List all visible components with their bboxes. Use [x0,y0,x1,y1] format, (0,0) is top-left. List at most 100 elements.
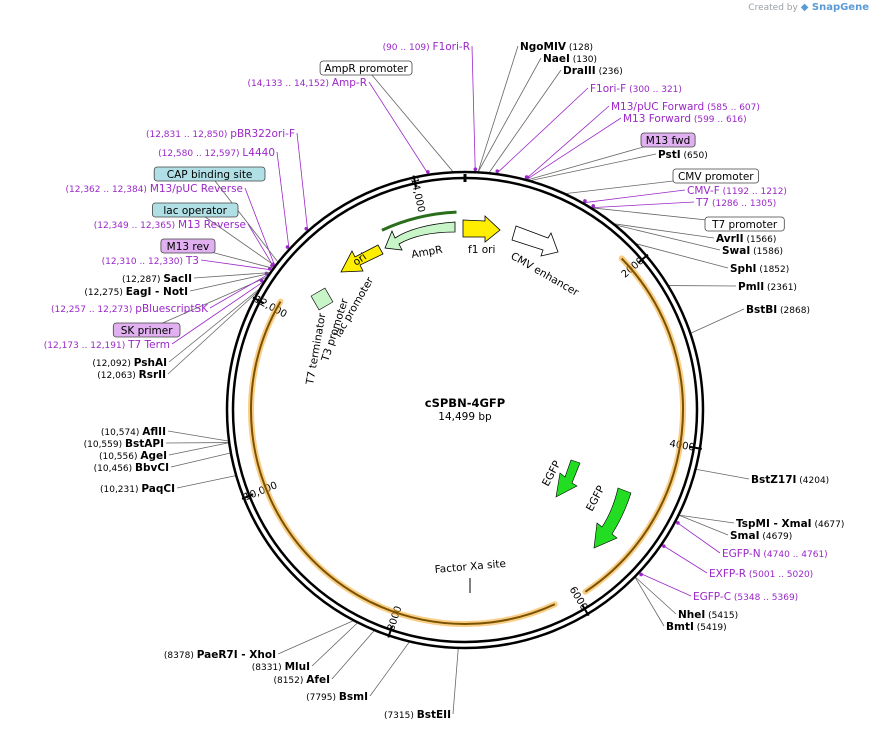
site-label-paer7i[interactable]: (8378) PaeR7I - XhoI [164,649,276,661]
label-name: L4440 [242,147,275,159]
label-text: SphI (1852) [730,263,789,275]
label-text: PstI (650) [658,149,708,161]
site-label-t7-promoter[interactable]: T7 promoter [704,216,785,232]
site-label-pbr322ori-f[interactable]: (12,831 .. 12,850) pBR322ori-F [146,128,295,140]
label-name: RsrII [139,369,166,381]
feature-label-f1ori: f1 ori [468,244,495,256]
site-label-t7-term[interactable]: (12,173 .. 12,191) T7 Term [44,339,170,351]
label-name-2: - NotI [151,286,188,298]
leader-line [696,468,750,480]
leader-line [471,45,476,172]
site-label-afei[interactable]: (8152) AfeI [273,674,330,686]
site-label-bstbi[interactable]: BstBI (2868) [746,304,810,316]
site-label-t7[interactable]: T7 (1286 .. 1305) [695,197,776,209]
site-label-m13puc-fwd[interactable]: M13/pUC Forward (585 .. 607) [611,101,760,113]
site-label-bstz17i[interactable]: BstZ17I (4204) [751,474,829,486]
site-label-m13-forward[interactable]: M13 Forward (599 .. 616) [623,113,747,125]
site-label-pbluescriptsk[interactable]: (12,257 .. 12,273) pBluescriptSK [51,303,209,315]
site-label-sk-primer[interactable]: SK primer [112,322,181,338]
label-name: BsmI [339,691,368,703]
ori-arrow[interactable] [340,244,384,273]
label-range: (12,275) [84,288,125,298]
f1ori-arrow[interactable] [462,215,501,243]
site-label-sphi[interactable]: SphI (1852) [730,263,789,275]
label-text: (12,063) RsrII [97,369,166,381]
label-name: M13/pUC Reverse [150,183,243,195]
site-label-m13-reverse[interactable]: (12,349 .. 12,365) M13 Reverse [94,219,246,231]
site-label-pshai[interactable]: (12,092) PshAI [92,357,167,369]
site-label-f1ori-f[interactable]: F1ori-F (300 .. 321) [590,83,682,95]
egfp-arrow-1[interactable] [555,459,581,498]
leader-line [583,189,686,204]
site-label-aflii[interactable]: (10,574) AflII [101,426,166,438]
label-range: (5001 .. 5020) [746,570,813,580]
site-label-f1ori-r[interactable]: (90 .. 109) F1ori-R [383,41,470,53]
site-label-cap-binding-site[interactable]: CAP binding site [153,166,266,182]
site-label-lac-operator[interactable]: lac operator [151,202,239,218]
site-label-bsteii[interactable]: (7315) BstEII [384,709,451,721]
site-label-l4440[interactable]: (12,580 .. 12,597) L4440 [158,147,275,159]
site-label-m13-rev-box[interactable]: M13 rev [160,238,216,254]
site-label-t3[interactable]: (12,310 .. 12,330) T3 [102,255,199,267]
label-name: EagI [126,286,152,298]
label-text: DraIII (236) [563,65,623,77]
site-label-pmli[interactable]: PmlI (2361) [738,281,797,293]
label-name: NheI [678,609,705,621]
leader-line [167,430,229,442]
label-text: (12,362 .. 12,384) M13/pUC Reverse [66,183,244,195]
label-name: MluI [285,661,310,673]
site-label-amp-r[interactable]: (14,133 .. 14,152) Amp-R [248,77,367,89]
label-name: pBluescriptSK [135,303,209,315]
site-label-cmv-f[interactable]: CMV-F (1192 .. 1212) [687,185,787,197]
label-name: TspMI [736,518,770,530]
site-label-eagi[interactable]: (12,275) EagI - NotI [84,286,188,298]
site-label-ngomiv[interactable]: NgoMIV (128) [520,41,593,53]
site-label-cmv-promoter[interactable]: CMV promoter [672,168,759,184]
site-label-bbvci[interactable]: (10,456) BbvCI [94,462,169,474]
site-label-psti[interactable]: PstI (650) [658,149,708,161]
leader-line [194,209,275,266]
site-label-m13puc-rev[interactable]: (12,362 .. 12,384) M13/pUC Reverse [66,183,244,195]
site-label-draiii[interactable]: DraIII (236) [563,65,623,77]
site-label-paqci[interactable]: (10,231) PaqCI [100,483,175,495]
site-label-sacii[interactable]: (12,287) SacII [122,273,192,285]
site-labels: (90 .. 109) F1ori-R NgoMIV (128)NaeI (130… [44,41,845,721]
site-label-avrii[interactable]: AvrII (1566) [716,233,776,245]
leader-line [167,291,258,375]
ampr-arrow[interactable] [384,221,456,251]
egfp-arrow-2[interactable] [593,487,632,549]
label-name: PmlI [738,281,764,293]
leader-line [209,274,269,309]
site-label-m13-fwd-box[interactable]: M13 fwd [640,132,696,148]
label-name: PaqCI [141,483,175,495]
site-label-exfp-r[interactable]: EXFP-R (5001 .. 5020) [709,568,813,580]
site-label-agei[interactable]: (10,556) AgeI [99,450,167,462]
site-label-nhei[interactable]: NheI (5415) [678,609,738,621]
label-name: CMV-F [687,185,720,197]
feature-label-factor-xa: Factor Xa site [434,558,506,576]
site-label-bstapi[interactable]: (10,559) BstAPI [84,438,164,450]
site-label-bsmi[interactable]: (7795) BsmI [306,691,368,703]
label-name: AmpR promoter [324,63,408,75]
label-text: (8152) AfeI [273,674,330,686]
label-name: SwaI [722,245,750,257]
site-label-tspmi[interactable]: TspMI - XmaI (4677) [736,518,844,530]
label-text: CMV-F (1192 .. 1212) [687,185,787,197]
orf-arc-top [381,210,457,232]
site-label-egfp-n[interactable]: EGFP-N (4740 .. 4761) [722,548,828,560]
label-box [672,168,759,184]
lac-promoter-block[interactable] [310,287,334,311]
label-range: (5419) [694,623,727,633]
label-text: (12,275) EagI - NotI [84,286,188,298]
site-label-nae[interactable]: NaeI (130) [543,53,597,65]
label-range: (10,556) [99,452,140,462]
site-label-ampr-promoter[interactable]: AmpR promoter [319,60,413,76]
site-label-rsrii[interactable]: (12,063) RsrII [97,369,166,381]
site-label-egfp-c[interactable]: EGFP-C (5348 .. 5369) [693,591,798,603]
cmv-enhancer-arrow[interactable] [511,225,559,257]
site-label-bmti[interactable]: BmtI (5419) [666,621,727,633]
site-label-mlui[interactable]: (8331) MluI [252,661,310,673]
tick-mark [252,296,265,305]
site-label-swai[interactable]: SwaI (1586) [722,245,783,257]
site-label-smai[interactable]: SmaI (4679) [730,530,792,542]
